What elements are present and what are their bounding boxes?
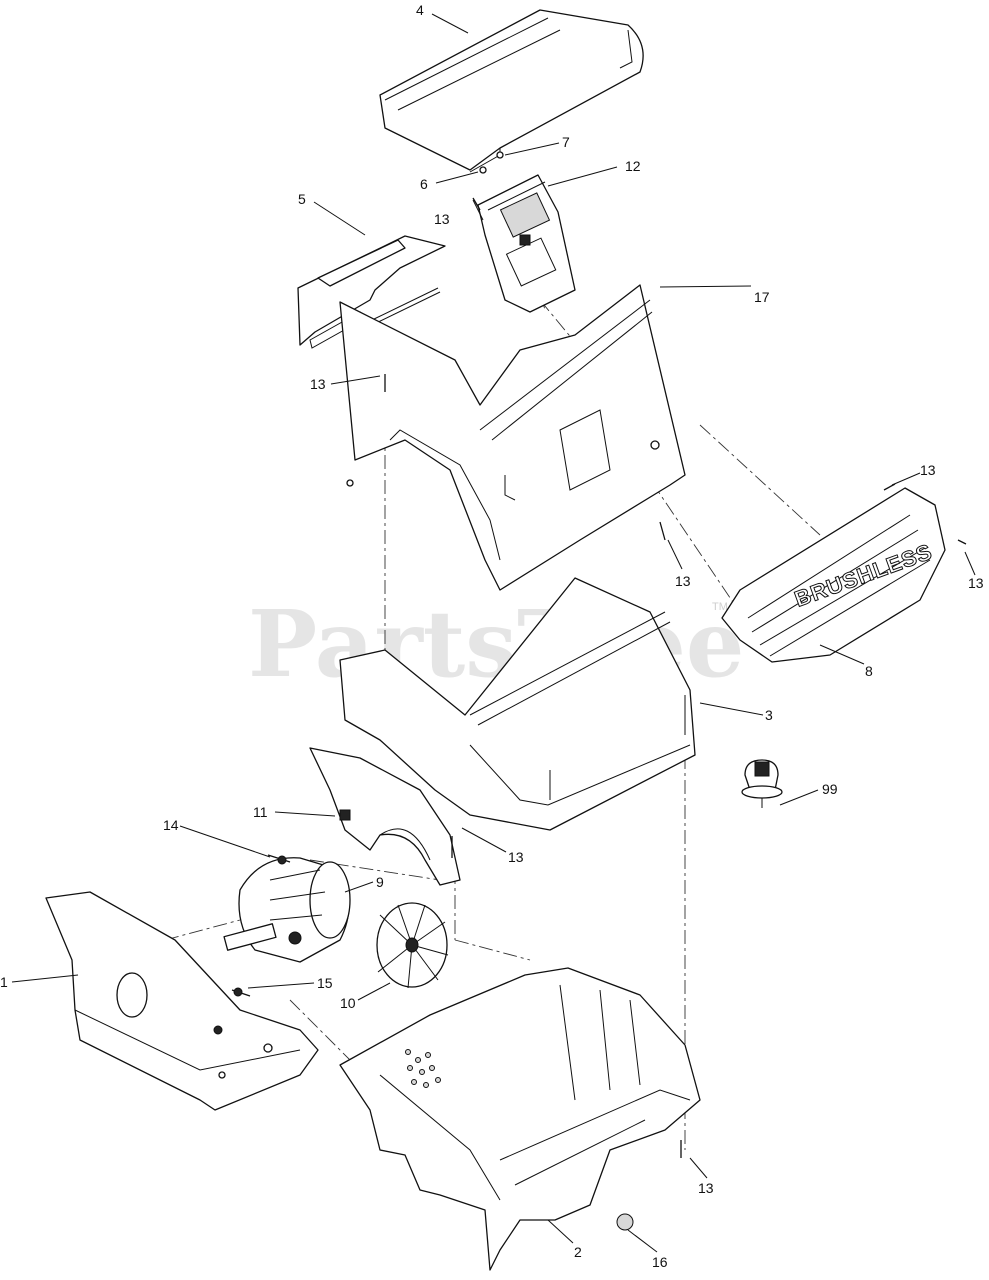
part-9-motor xyxy=(223,857,351,963)
callout-10: 10 xyxy=(340,995,356,1011)
callout-5: 5 xyxy=(298,191,306,207)
part-14-screw xyxy=(267,854,291,865)
callout-11: 11 xyxy=(253,804,268,820)
part-10-fan xyxy=(376,902,449,989)
callout-12: 12 xyxy=(625,158,641,174)
callout-13-housing-lower: 13 xyxy=(675,573,691,589)
part-11-shroud xyxy=(309,747,461,886)
part-4-top-cover xyxy=(379,9,644,173)
part-99-safety-key xyxy=(741,759,783,808)
callout-8: 8 xyxy=(865,663,873,679)
part-12-switch-assembly xyxy=(472,174,576,313)
watermark-trademark: TM xyxy=(712,601,728,613)
part-3-bag-frame xyxy=(339,577,696,831)
callout-7: 7 xyxy=(562,134,570,150)
callout-17: 17 xyxy=(754,289,770,305)
callout-2: 2 xyxy=(574,1244,582,1260)
callout-16: 16 xyxy=(652,1254,668,1270)
callout-13-switch: 13 xyxy=(434,211,450,227)
callout-13-cover-right: 13 xyxy=(968,575,984,591)
part-5-handle xyxy=(297,235,446,349)
callout-99: 99 xyxy=(822,781,838,797)
leader-lines xyxy=(11,13,976,1253)
callout-14: 14 xyxy=(163,817,179,833)
callout-1: 1 xyxy=(0,974,8,990)
callout-13-cover-top: 13 xyxy=(920,462,936,478)
part-7-pin xyxy=(496,151,504,159)
part-2-lower-housing xyxy=(339,967,701,1271)
part-8-motor-cover: BRUSHLESS xyxy=(721,487,946,663)
part-6-clip xyxy=(479,166,487,174)
callout-6: 6 xyxy=(420,176,428,192)
callout-13-lower: 13 xyxy=(698,1180,714,1196)
callout-13-shroud: 13 xyxy=(508,849,524,865)
part-15-screw xyxy=(231,987,251,997)
part-17-upper-housing xyxy=(339,284,686,591)
callout-4: 4 xyxy=(416,2,424,18)
callout-3: 3 xyxy=(765,707,773,723)
part-16-nut xyxy=(616,1213,634,1231)
part-1-side-plate xyxy=(45,891,319,1111)
callout-13-housing: 13 xyxy=(310,376,326,392)
callout-15: 15 xyxy=(317,975,333,991)
callout-9: 9 xyxy=(376,874,384,890)
